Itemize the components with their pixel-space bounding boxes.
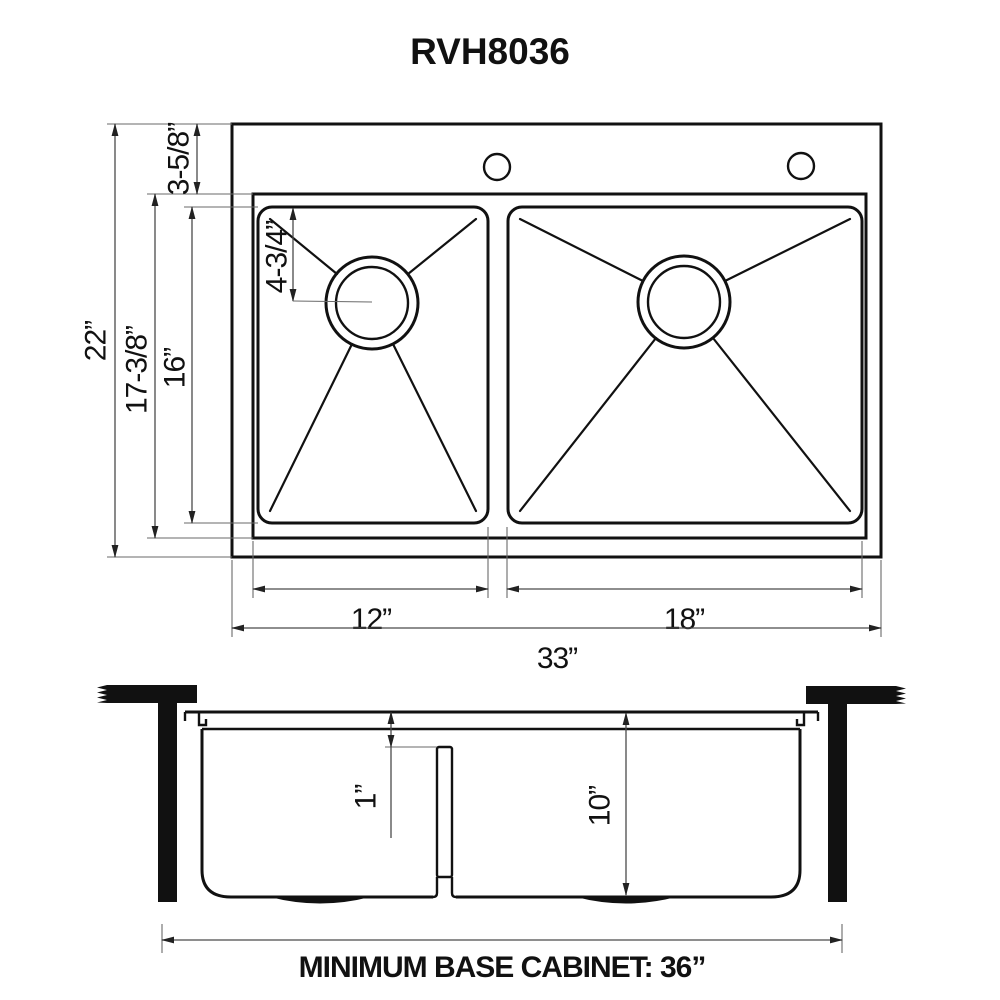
sink-deck-edge <box>251 192 868 540</box>
dim-label-bowl-height: 16” <box>159 348 192 388</box>
dim-label-inner-height: 17-3/8” <box>121 326 154 414</box>
dim-label-bowl-depth: 10” <box>584 786 617 826</box>
right-drain-inner-circle <box>646 264 722 340</box>
dim-label-base-cabinet: MINIMUM BASE CABINET: 36” <box>299 951 706 984</box>
top-view <box>230 122 883 559</box>
left-drain-inner-circle <box>334 265 410 341</box>
left-bowl-slope-line-tr <box>406 217 478 276</box>
mounting-clip-left <box>197 712 208 727</box>
cabinet-wall-right <box>828 703 847 902</box>
divider-foot-right <box>450 877 457 899</box>
left-bowl-slope-line-bl <box>268 342 354 513</box>
cabinet-wall-left <box>158 703 177 902</box>
side-view-dimensions: 1” 10” MINIMUM BASE CABINET: 36” <box>161 711 843 984</box>
right-bowl-outline <box>506 205 864 525</box>
dim-label-overall-width: 33” <box>537 642 577 675</box>
right-drain-boss <box>576 897 676 904</box>
right-bowl-slope-line-bl <box>518 336 658 513</box>
countertop-left <box>97 685 197 703</box>
divider-foot-left <box>432 877 439 899</box>
right-bowl-slope-line-br <box>711 336 852 513</box>
leader-line-drain-center <box>292 300 373 303</box>
right-drain-outer-circle <box>636 254 732 350</box>
bowl-divider-profile <box>435 745 454 879</box>
dim-label-divider-below-rim: 1” <box>350 785 383 810</box>
faucet-hole-left <box>482 152 512 182</box>
left-bowl-outline <box>256 205 490 525</box>
dim-label-rim-to-bowl-top: 3-5/8” <box>163 123 196 195</box>
sink-outer-edge <box>230 122 883 559</box>
dim-label-right-bowl-width: 18” <box>664 603 704 636</box>
faucet-hole-right <box>786 151 816 181</box>
top-view-dimensions: 22” 17-3/8” 16” 3-5/8” 4-3/4” 12” 18” 33… <box>80 123 882 675</box>
dim-label-drain-offset: 4-3/4” <box>261 221 294 293</box>
right-bowl-profile <box>456 729 802 899</box>
dim-label-overall-height: 22” <box>80 321 113 361</box>
left-bowl-profile <box>200 729 433 899</box>
right-bowl-slope-line-tl <box>518 217 645 283</box>
left-drain-boss <box>270 897 370 904</box>
left-bowl-slope-line-tl <box>268 217 339 276</box>
model-number: RVH8036 <box>410 31 570 72</box>
mounting-clip-right <box>795 712 806 727</box>
left-bowl-slope-line-br <box>391 342 478 513</box>
countertop-right <box>806 686 906 704</box>
dim-label-left-bowl-width: 12” <box>351 603 391 636</box>
right-bowl-slope-line-tr <box>723 217 852 283</box>
side-view <box>97 685 906 904</box>
left-drain-outer-circle <box>324 255 420 351</box>
